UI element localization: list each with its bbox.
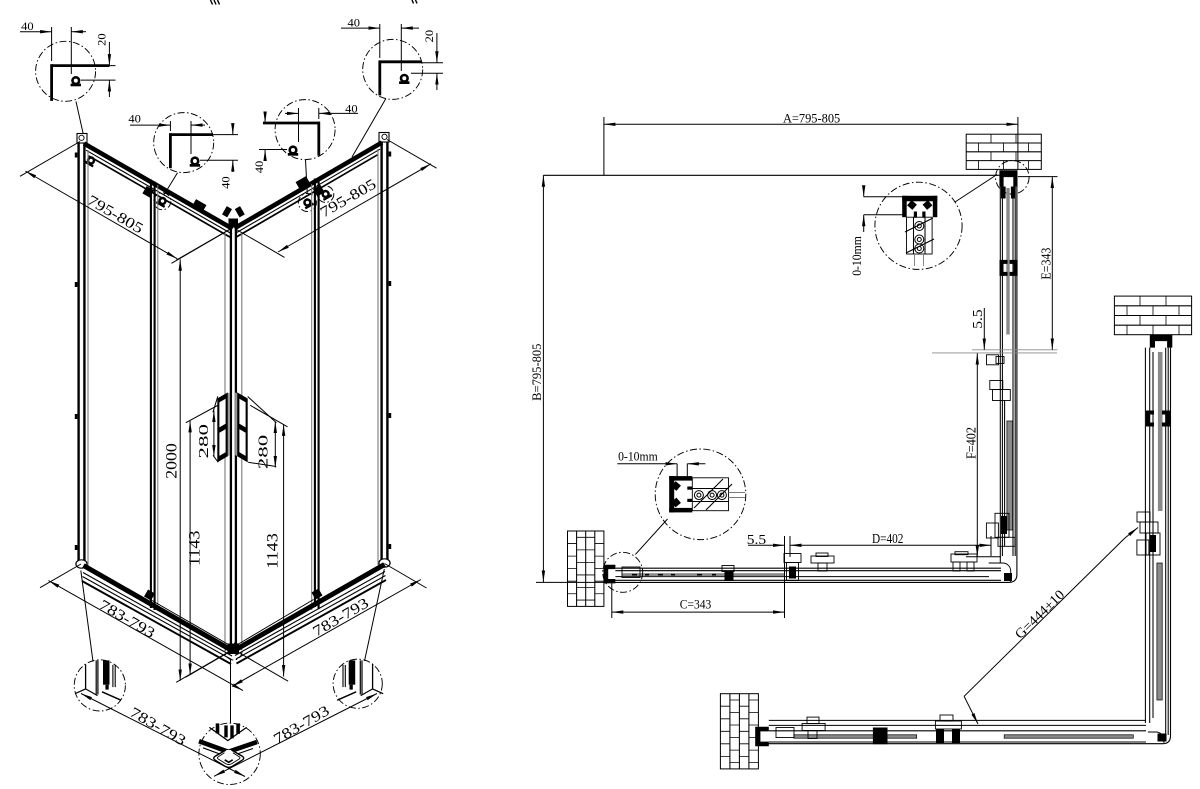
svg-text:2000: 2000: [164, 443, 181, 479]
svg-text:5.5: 5.5: [971, 309, 986, 328]
svg-text:40: 40: [218, 176, 232, 189]
svg-text:40: 40: [348, 16, 361, 30]
svg-text:20: 20: [94, 33, 108, 46]
svg-text:40: 40: [345, 101, 358, 115]
svg-text:5.5: 5.5: [747, 533, 766, 548]
svg-text:280: 280: [197, 424, 212, 458]
svg-text:1143: 1143: [186, 531, 203, 567]
svg-text:0-10mm: 0-10mm: [849, 236, 864, 276]
svg-text:E=343: E=343: [1040, 248, 1055, 280]
svg-text:A=795-805: A=795-805: [783, 111, 840, 126]
svg-text:40: 40: [128, 112, 141, 126]
svg-text:40: 40: [252, 161, 266, 174]
svg-text:B=795-805: B=795-805: [529, 344, 544, 401]
svg-text:1143: 1143: [264, 533, 281, 569]
svg-text:0-10mm: 0-10mm: [618, 448, 658, 463]
svg-text:F=402: F=402: [964, 427, 979, 459]
svg-text:20: 20: [422, 30, 436, 43]
svg-text:280: 280: [257, 435, 272, 469]
svg-text:C=343: C=343: [680, 596, 712, 611]
svg-text:40: 40: [21, 19, 34, 33]
svg-text:D=402: D=402: [872, 532, 904, 547]
